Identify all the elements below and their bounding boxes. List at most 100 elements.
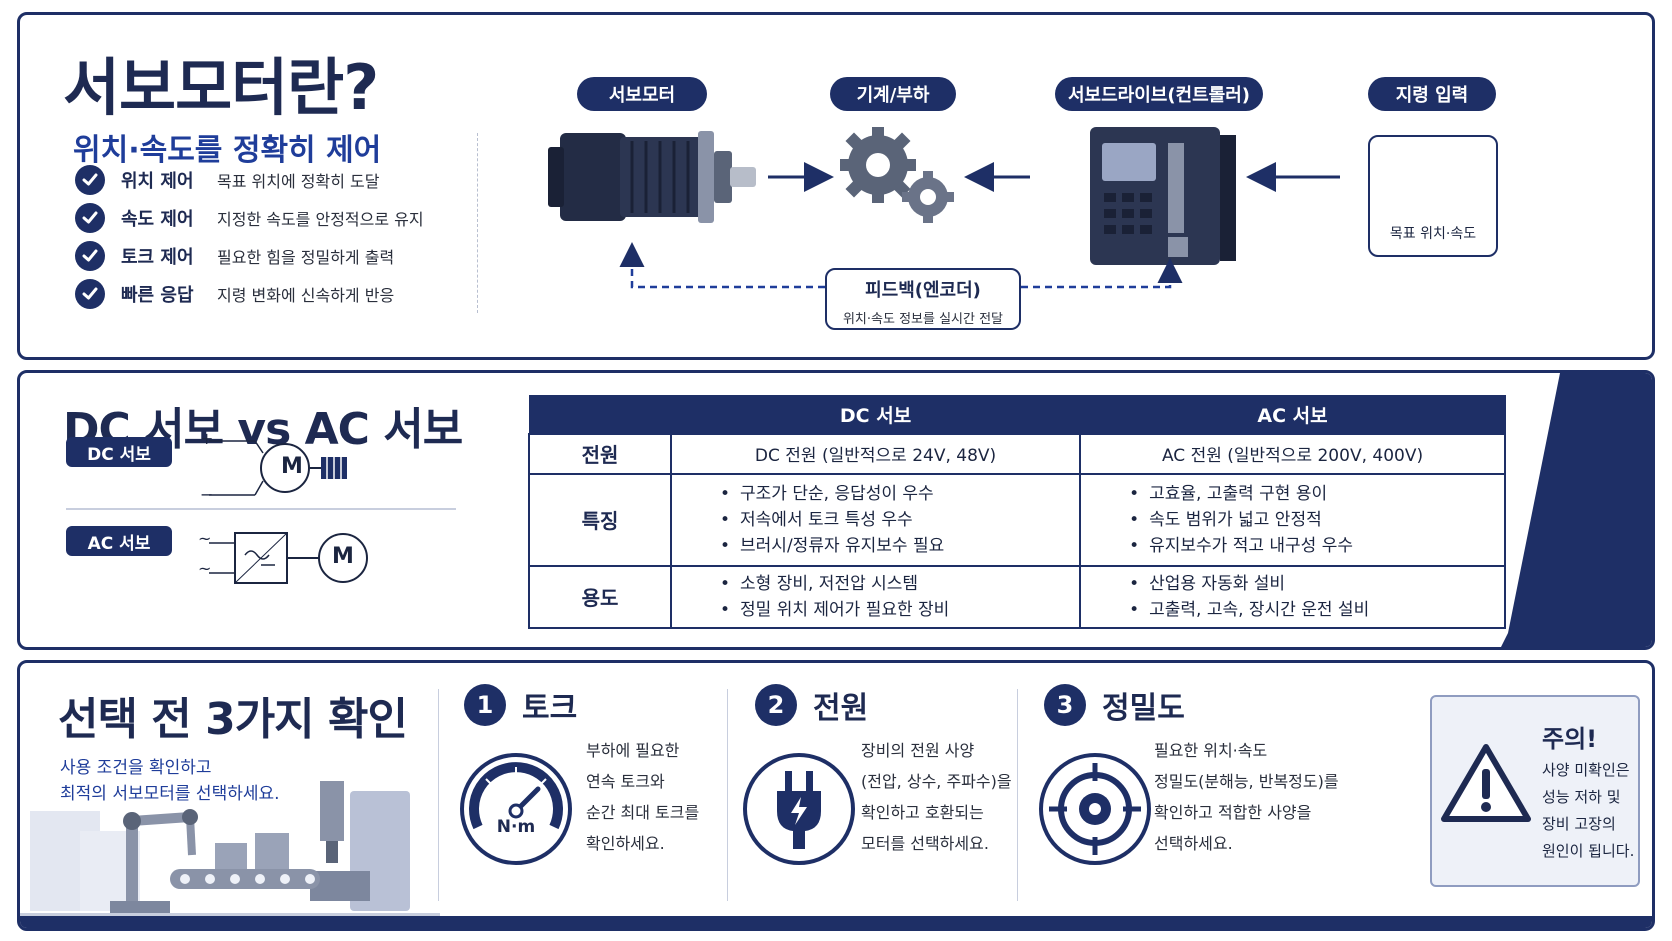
list-item: 산업용 자동화 설비	[1129, 571, 1504, 597]
column-header-dc: DC 서보	[670, 395, 1081, 434]
check-icon	[75, 279, 105, 309]
list-item: 소형 장비, 저전압 시스템	[720, 571, 1079, 597]
step-2-header: 2 전원	[755, 683, 868, 727]
text-line: 성능 저하 및	[1542, 788, 1621, 806]
divider	[66, 508, 456, 510]
row-header: 특징	[528, 472, 672, 567]
torque-unit-label: N·m	[496, 817, 536, 837]
checklist-panel: 선택 전 3가지 확인 사용 조건을 확인하고 최적의 서보모터를 선택하세요.…	[17, 660, 1655, 931]
text-line: 필요한 위치·속도	[1154, 741, 1268, 760]
list-item: 고출력, 고속, 장시간 운전 설비	[1129, 597, 1504, 623]
command-caption: 목표 위치·속도	[1389, 226, 1477, 242]
feedback-box: 피드백(엔코더) 위치·속도 정보를 실시간 전달	[825, 268, 1021, 330]
crosshair-icon	[1039, 753, 1151, 865]
gears-icon	[840, 127, 954, 223]
dc-motor-letter: M	[281, 454, 303, 479]
feedback-desc: 위치·속도 정보를 실시간 전달	[842, 312, 1004, 327]
list-item: 고효율, 고출력 구현 용이	[1129, 481, 1504, 507]
feature-desc: 목표 위치에 정확히 도달	[217, 172, 380, 191]
table-cell: 산업용 자동화 설비 고출력, 고속, 장시간 운전 설비	[1079, 564, 1506, 629]
step-number: 1	[464, 684, 506, 726]
step-title: 정밀도	[1102, 691, 1185, 726]
column-header-ac: AC 서보	[1079, 395, 1506, 434]
compare-panel: DC 서보 vs AC 서보 DC 서보 AC 서보 + − M ~ ~ M D…	[17, 370, 1655, 650]
feature-label: 빠른 응답	[121, 285, 194, 306]
ac-tag: AC 서보	[66, 526, 172, 556]
feature-label: 토크 제어	[121, 247, 194, 268]
warning-title: 주의!	[1542, 725, 1598, 753]
text-line: 사양 미확인은	[1542, 761, 1630, 779]
warning-triangle-icon	[1441, 744, 1531, 822]
node-label-drive: 서보드라이브(컨트롤러)	[1055, 77, 1263, 111]
table-corner	[528, 395, 672, 434]
feature-item: 빠른 응답 지령 변화에 신속하게 반응	[75, 279, 394, 309]
feature-desc: 지정한 속도를 안정적으로 유지	[217, 210, 424, 229]
step-number: 3	[1044, 684, 1086, 726]
text-line: 순간 최대 토크를	[586, 803, 700, 822]
bottom-band	[20, 916, 1652, 928]
step-1-header: 1 토크	[464, 683, 577, 727]
list-item: 정밀 위치 제어가 필요한 장비	[720, 597, 1079, 623]
divider	[477, 133, 478, 313]
checklist-subtitle-line: 사용 조건을 확인하고	[60, 758, 212, 778]
servo-drive-icon	[1090, 127, 1236, 265]
table-cell: 고효율, 고출력 구현 용이 속도 범위가 넓고 안정적 유지보수가 적고 내구…	[1079, 472, 1506, 567]
ac-wave-sign: ~	[198, 529, 212, 548]
page-title: 서보모터란?	[63, 51, 379, 124]
servo-motor-icon	[548, 131, 756, 223]
divider	[1017, 689, 1018, 901]
list-item: 저속에서 토크 특성 우수	[720, 507, 1079, 533]
list-item: 구조가 단순, 응답성이 우수	[720, 481, 1079, 507]
text-line: 선택하세요.	[1154, 834, 1233, 853]
text-line: 확인하고 적합한 사양을	[1154, 803, 1312, 822]
feature-item: 위치 제어 목표 위치에 정확히 도달	[75, 165, 379, 195]
feature-label: 속도 제어	[121, 209, 194, 230]
table-cell: 소형 장비, 저전압 시스템 정밀 위치 제어가 필요한 장비	[669, 564, 1082, 629]
list-item: 속도 범위가 넓고 안정적	[1129, 507, 1504, 533]
dc-motor-symbol	[209, 440, 347, 496]
row-header: 전원	[528, 432, 672, 475]
ac-wave-sign: ~	[198, 559, 212, 578]
feature-item: 토크 제어 필요한 힘을 정밀하게 출력	[75, 241, 394, 271]
table-cell: 구조가 단순, 응답성이 우수 저속에서 토크 특성 우수 브러시/정류자 유지…	[669, 472, 1082, 567]
text-line: 확인하세요.	[586, 834, 665, 853]
checklist-subtitle-line: 최적의 서보모터를 선택하세요.	[60, 784, 280, 804]
list-item: 유지보수가 적고 내구성 우수	[1129, 533, 1504, 559]
check-icon	[75, 241, 105, 271]
divider	[727, 689, 728, 901]
feature-desc: 지령 변화에 신속하게 반응	[217, 286, 395, 305]
text-line: 원인이 됩니다.	[1542, 842, 1635, 860]
text-line: (전압, 상수, 주파수)을	[861, 772, 1012, 791]
dc-tag: DC 서보	[66, 437, 172, 467]
dc-minus-sign: −	[200, 485, 214, 504]
factory-illustration	[20, 781, 440, 921]
checklist-title: 선택 전 3가지 확인	[58, 694, 408, 745]
step-2-text: 장비의 전원 사양 (전압, 상수, 주파수)을 확인하고 호환되는 모터를 선…	[861, 735, 1012, 859]
power-plug-icon	[743, 753, 855, 865]
table-cell: DC 전원 (일반적으로 24V, 48V)	[669, 432, 1082, 475]
text-line: 연속 토크와	[586, 772, 665, 791]
feature-item: 속도 제어 지정한 속도를 안정적으로 유지	[75, 203, 424, 233]
warning-text: 사양 미확인은 성능 저하 및 장비 고장의 원인이 됩니다.	[1542, 757, 1634, 865]
dc-plus-sign: +	[200, 429, 214, 448]
text-line: 장비의 전원 사양	[861, 741, 975, 760]
divider	[438, 689, 439, 901]
check-icon	[75, 203, 105, 233]
node-label-command: 지령 입력	[1368, 77, 1496, 111]
ac-motor-letter: M	[332, 544, 354, 569]
text-line: 모터를 선택하세요.	[861, 834, 989, 853]
table-row: 특징 구조가 단순, 응답성이 우수 저속에서 토크 특성 우수 브러시/정류자…	[528, 472, 1506, 567]
corner-stripe	[1501, 373, 1652, 647]
torque-gauge-icon	[460, 753, 572, 865]
node-label-servo-motor: 서보모터	[577, 77, 707, 111]
step-3-text: 필요한 위치·속도 정밀도(분해능, 반복정도)를 확인하고 적합한 사양을 선…	[1154, 735, 1339, 859]
table-cell: AC 전원 (일반적으로 200V, 400V)	[1079, 432, 1506, 475]
feedback-title: 피드백(엔코더)	[865, 280, 981, 301]
check-icon	[75, 165, 105, 195]
table-row: 용도 소형 장비, 저전압 시스템 정밀 위치 제어가 필요한 장비 산업용 자…	[528, 564, 1506, 629]
table-row: 전원 DC 전원 (일반적으로 24V, 48V) AC 전원 (일반적으로 2…	[528, 432, 1506, 475]
node-label-load: 기계/부하	[830, 77, 956, 111]
ac-motor-symbol	[209, 532, 368, 584]
feature-desc: 필요한 힘을 정밀하게 출력	[217, 248, 395, 267]
warning-box: 주의! 사양 미확인은 성능 저하 및 장비 고장의 원인이 됩니다.	[1430, 695, 1640, 887]
